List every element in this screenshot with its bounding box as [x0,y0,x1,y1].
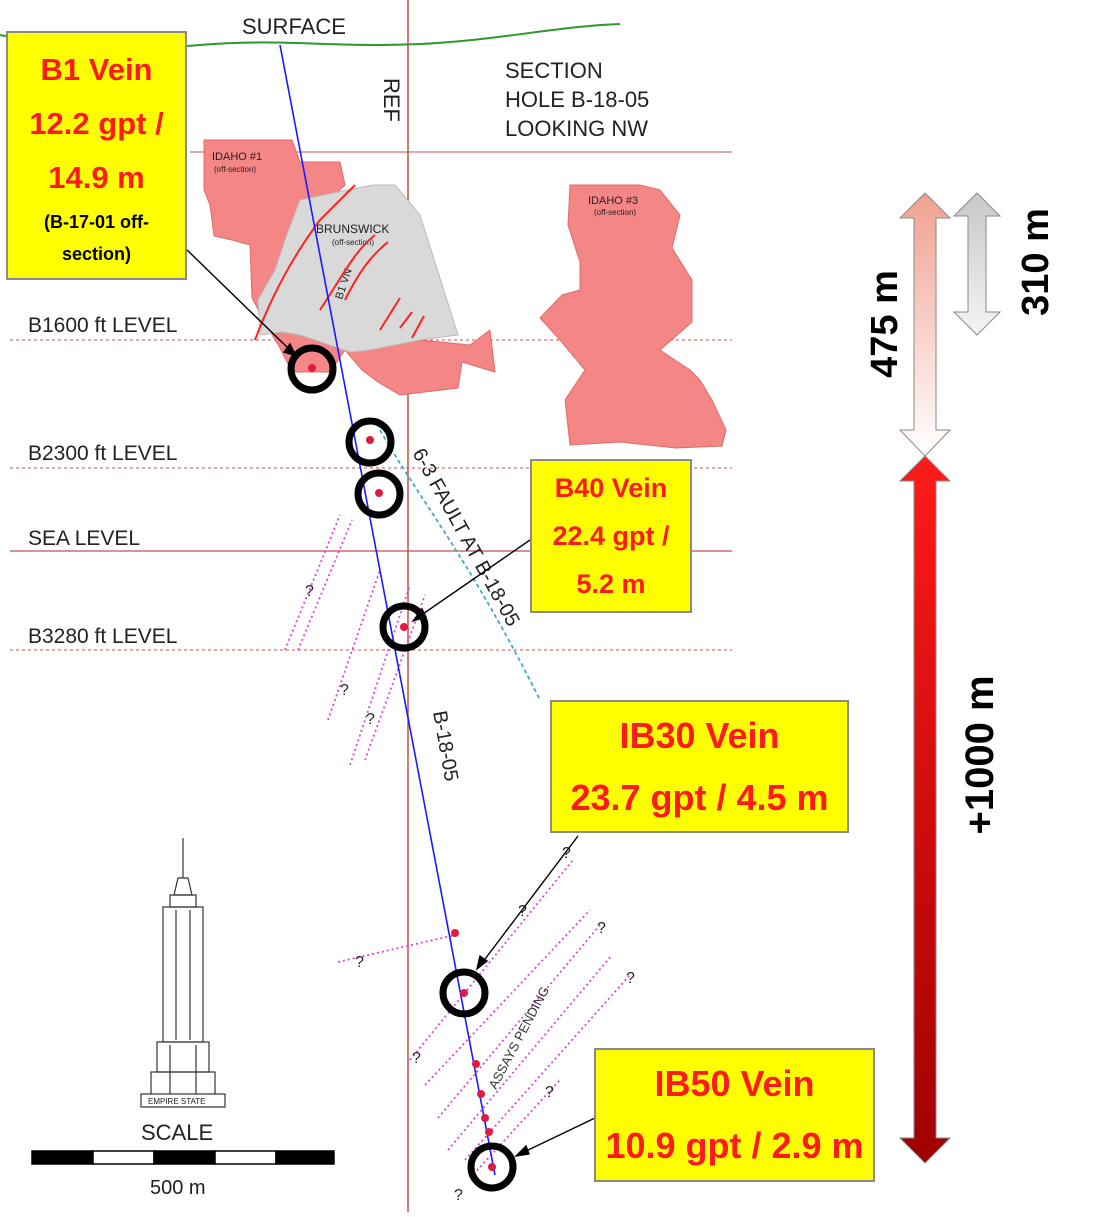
callout-b1-note1: (B-17-01 off- [43,211,149,232]
intercept-rings [287,344,517,1192]
question-marks: ? ? ? ? ? ? ? ? ? ? ? [305,583,635,1204]
question-mark: ? [597,920,606,937]
drill-hole-label: B-18-05 [428,709,462,783]
vein-trace [379,297,401,331]
section-title-3: LOOKING NW [505,116,648,141]
question-mark: ? [518,903,527,920]
callout-b1-note2: section) [61,243,131,264]
level-label-b1600: B1600 ft LEVEL [28,314,177,337]
vein-trace [344,241,389,301]
sample-points [308,364,496,1171]
vein-trace [411,315,425,339]
dimension-475m: 475 m [864,270,906,378]
callout-b1-vein: B1 Vein 12.2 gpt / 14.9 m (B-17-01 off- … [6,31,187,280]
empire-state-icon [140,838,226,1108]
ref-label: REF [379,78,404,122]
callout-ib50-grade: 10.9 gpt / 2.9 m [605,1125,864,1166]
brunswick-label: BRUNSWICK [316,222,389,236]
callout-ib30-vein: IB30 Vein 23.7 gpt / 4.5 m [550,700,849,833]
callout-b1-title: B1 Vein [40,51,153,87]
scale-value: 500 m [150,1177,206,1199]
idaho1-label: IDAHO #1 [212,151,262,163]
question-mark: ? [366,711,375,728]
level-label-b3280: B3280 ft LEVEL [28,625,177,648]
section-title-2: HOLE B-18-05 [505,87,649,112]
arrow-475m [898,192,952,457]
callout-b40-grade: 22.4 gpt / [552,521,670,551]
level-label-b2300: B2300 ft LEVEL [28,442,177,465]
callout-ib50-title: IB50 Vein [654,1063,815,1104]
question-mark: ? [454,1187,463,1204]
idaho3-orebody [539,184,727,449]
callout-b1-grade: 12.2 gpt / [29,105,164,141]
question-mark: ? [340,682,349,699]
callout-pointers [184,247,596,1158]
vein-trace [319,234,376,311]
brunswick-orebody [257,184,459,353]
question-mark: ? [626,970,635,987]
arrow-1000m [898,455,952,1164]
brunswick-sublabel: (off-section) [332,238,374,247]
level-label-sea: SEA LEVEL [28,527,140,550]
scale-label: SCALE [141,1120,213,1145]
callout-b40-title: B40 Vein [554,473,668,503]
callout-b40-width: 5.2 m [576,569,646,599]
vein-trace [254,184,356,341]
callout-b1-width: 14.9 m [48,159,145,195]
vein-trace [399,311,413,329]
callout-b40-vein: B40 Vein 22.4 gpt / 5.2 m [530,459,692,613]
fault-trace [379,429,541,701]
scale-bar [31,1150,335,1165]
question-mark: ? [412,1050,421,1067]
vein-projections [284,514,631,1179]
empire-state-label: EMPIRE STATE [148,1097,206,1106]
dimension-310m: 310 m [1015,208,1057,316]
arrow-310m [952,192,1002,336]
idaho3-sublabel: (off-section) [594,208,636,217]
section-title-1: SECTION [505,58,603,83]
callout-ib50-vein: IB50 Vein 10.9 gpt / 2.9 m [594,1048,875,1182]
callout-ib30-grade: 23.7 gpt / 4.5 m [570,776,829,818]
callout-ib30-title: IB30 Vein [619,714,780,756]
question-mark: ? [562,845,571,862]
dimension-1000m: +1000 m [958,675,1002,834]
question-mark: ? [305,583,314,600]
question-mark: ? [545,1084,554,1101]
idaho1-sublabel: (off-section) [214,165,256,174]
surface-label: SURFACE [242,14,346,39]
idaho3-label: IDAHO #3 [588,195,638,207]
fault-label: 6-3 FAULT AT B-18-05 [408,445,524,630]
question-mark: ? [355,954,364,971]
